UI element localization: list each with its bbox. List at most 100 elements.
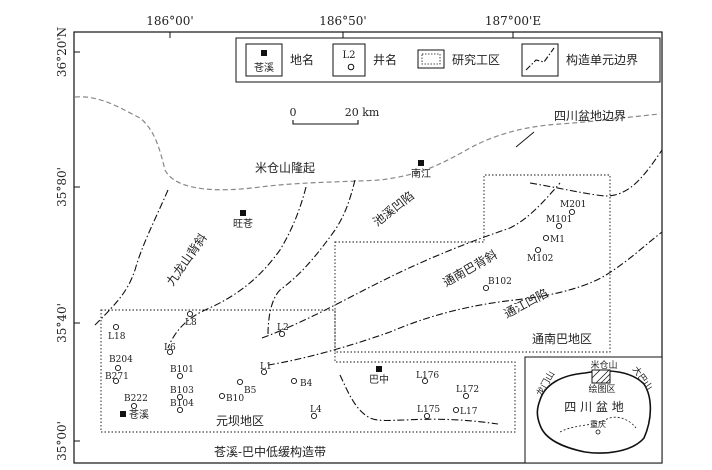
well-label-b104: B104 bbox=[170, 399, 194, 409]
wells bbox=[112, 208, 576, 420]
legend-box bbox=[235, 37, 661, 83]
place-marker-bazhong bbox=[376, 366, 382, 372]
inset-map-area-hatch bbox=[591, 369, 611, 384]
region-tongnanba-area: 通南巴地区 bbox=[532, 331, 592, 346]
well-label-b204: B204 bbox=[109, 355, 133, 365]
well-label-b271: B271 bbox=[105, 372, 129, 382]
left-ticks bbox=[74, 51, 80, 442]
axis-top-label-1: 186°00' bbox=[146, 14, 193, 28]
place-label-nanjiang: 南江 bbox=[411, 167, 431, 180]
well-marker-l2 bbox=[278, 330, 286, 338]
well-label-l17: L17 bbox=[460, 407, 478, 417]
top-ticks bbox=[169, 32, 514, 38]
well-label-l8: L8 bbox=[185, 318, 197, 328]
well-label-l1: L1 bbox=[260, 362, 272, 372]
axis-top-label-2: 186°50' bbox=[319, 14, 366, 28]
well-marker-b103 bbox=[176, 393, 184, 401]
legend-well-box bbox=[332, 43, 366, 77]
well-marker-b222 bbox=[130, 402, 138, 410]
inset-label-sichuan: 四 川 盆 地 bbox=[564, 400, 623, 414]
legend-study-label: 研究工区 bbox=[452, 52, 500, 67]
well-labels: M201 M101 M1 M102 B102 L18 L8 L2 L6 B204… bbox=[105, 200, 586, 417]
legend-study-marker bbox=[421, 53, 441, 65]
well-marker-b10 bbox=[218, 392, 226, 400]
place-marker-nanjiang bbox=[418, 160, 424, 166]
well-label-b5: B5 bbox=[244, 386, 257, 396]
well-marker-l18 bbox=[112, 323, 120, 331]
region-chixi: 池溪凹陷 bbox=[370, 188, 417, 229]
inset-map: 米仓山 龙门山 大巴山 绘图区 四 川 盆 地 重庆 bbox=[524, 356, 663, 464]
scale-end-label: 20 km bbox=[345, 106, 380, 119]
well-label-l18: L18 bbox=[108, 332, 126, 342]
legend-boundary-label: 构造单元边界 bbox=[566, 52, 638, 67]
well-marker-b204 bbox=[114, 364, 122, 372]
axis-left-label-1: 36°20'N bbox=[55, 27, 69, 77]
place-label-wangcang: 旺苍 bbox=[233, 217, 253, 230]
well-label-m201: M201 bbox=[560, 200, 586, 210]
structural-boundaries bbox=[94, 149, 663, 425]
basin-boundary-leader bbox=[515, 131, 535, 148]
legend-study-box bbox=[417, 49, 445, 69]
basin-boundary-line bbox=[74, 96, 661, 191]
place-marker-cangxi bbox=[120, 411, 126, 417]
legend-place-label: 地名 bbox=[290, 52, 314, 67]
well-marker-m101 bbox=[555, 222, 563, 230]
well-label-l175: L175 bbox=[417, 405, 440, 415]
place-label-cangxi: 苍溪 bbox=[129, 408, 149, 421]
legend-place-marker bbox=[261, 50, 267, 56]
map-frame bbox=[73, 31, 663, 464]
legend-well-label: 井名 bbox=[373, 52, 397, 67]
legend: 苍溪 地名 L2 井名 研究工区 构造单元边界 bbox=[235, 37, 661, 83]
axis-left-label-3: 35°40' bbox=[55, 303, 69, 343]
well-marker-b102 bbox=[482, 284, 490, 292]
well-marker-l6 bbox=[166, 348, 174, 356]
place-label-bazhong: 巴中 bbox=[369, 373, 389, 386]
region-yuanba: 元坝地区 bbox=[216, 414, 264, 428]
well-marker-l8 bbox=[186, 310, 194, 318]
axis-top-label-3: 187°00'E bbox=[485, 14, 541, 28]
well-marker-l1 bbox=[260, 368, 268, 376]
well-label-m101: M101 bbox=[546, 215, 572, 225]
well-label-l4: L4 bbox=[310, 405, 322, 415]
well-marker-l4 bbox=[310, 412, 318, 420]
place-marker-wangcang bbox=[240, 210, 246, 216]
inset-label-chongqing: 重庆 bbox=[590, 419, 606, 429]
well-marker-l176 bbox=[421, 377, 429, 385]
region-jiulongshan: 九龙山背斜 bbox=[164, 231, 210, 288]
inset-label-map-area: 绘图区 bbox=[588, 383, 615, 395]
region-tongjiang: 通江凹陷 bbox=[501, 285, 550, 321]
well-label-m102: M102 bbox=[527, 254, 553, 264]
well-label-l6: L6 bbox=[164, 343, 176, 353]
legend-well-marker bbox=[347, 63, 355, 71]
well-label-b10: B10 bbox=[226, 394, 244, 404]
legend-well-symbol-text: L2 bbox=[342, 50, 355, 61]
inset-basin-outline bbox=[536, 370, 652, 454]
scale-line bbox=[292, 120, 359, 125]
well-label-l176: L176 bbox=[416, 371, 439, 381]
legend-boundary-box bbox=[521, 43, 559, 77]
well-marker-b4 bbox=[290, 377, 298, 385]
study-areas bbox=[100, 174, 611, 433]
well-label-b102: B102 bbox=[488, 277, 512, 287]
well-label-l2: L2 bbox=[277, 323, 289, 333]
well-marker-b101 bbox=[176, 372, 184, 380]
well-marker-l172 bbox=[462, 392, 470, 400]
well-marker-b104 bbox=[176, 406, 184, 414]
inset-label-micangshan: 米仓山 bbox=[590, 359, 617, 371]
legend-place-symbol-text: 苍溪 bbox=[254, 61, 274, 74]
scale-start-label: 0 bbox=[290, 106, 297, 119]
well-marker-m201 bbox=[568, 208, 576, 216]
region-basin-boundary: 四川盆地边界 bbox=[554, 109, 626, 123]
inset-chongqing-marker bbox=[595, 429, 601, 435]
well-marker-b271 bbox=[112, 377, 120, 385]
well-marker-b5 bbox=[236, 378, 244, 386]
well-label-b222: B222 bbox=[124, 394, 148, 404]
well-marker-m102 bbox=[534, 246, 542, 254]
well-label-b4: B4 bbox=[300, 379, 313, 389]
axis-left-label-4: 35°00' bbox=[55, 421, 69, 461]
legend-place-box bbox=[245, 43, 283, 77]
scale-bar: 0 20 km bbox=[290, 106, 380, 125]
well-label-m1: M1 bbox=[550, 235, 565, 245]
well-marker-l17 bbox=[452, 406, 460, 414]
